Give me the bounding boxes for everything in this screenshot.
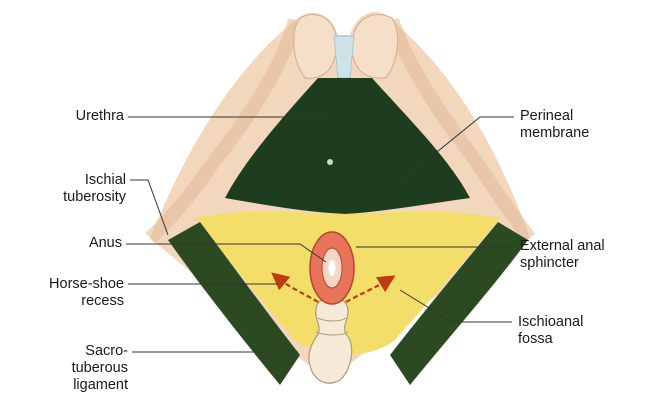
label-horseshoe-recess: Horse-shoe recess bbox=[10, 276, 124, 310]
label-perineal-membrane: Perineal membrane bbox=[520, 108, 645, 142]
label-sacrotuberous-ligament-line3: ligament bbox=[14, 377, 128, 394]
label-perineal-membrane-line1: Perineal bbox=[520, 108, 645, 125]
label-ischial-tuberosity: Ischial tuberosity bbox=[16, 172, 126, 206]
label-ischioanal-fossa-line1: Ischioanal bbox=[518, 314, 643, 331]
label-sacrotuberous-ligament: Sacro- tuberous ligament bbox=[14, 343, 128, 394]
upper-fold-right bbox=[352, 15, 398, 79]
label-external-anal-sphincter: External anal sphincter bbox=[520, 238, 650, 272]
label-ischioanal-fossa: Ischioanal fossa bbox=[518, 314, 643, 348]
label-sacrotuberous-ligament-line2: tuberous bbox=[14, 360, 128, 377]
label-sacrotuberous-ligament-line1: Sacro- bbox=[14, 343, 128, 360]
label-urethra: Urethra bbox=[20, 108, 124, 125]
label-anus: Anus bbox=[20, 235, 122, 252]
label-ischial-tuberosity-line2: tuberosity bbox=[16, 189, 126, 206]
label-urethra-text: Urethra bbox=[76, 108, 124, 124]
label-external-anal-sphincter-line2: sphincter bbox=[520, 255, 650, 272]
label-horseshoe-recess-line2: recess bbox=[10, 293, 124, 310]
label-ischial-tuberosity-line1: Ischial bbox=[16, 172, 126, 189]
anal-opening bbox=[329, 260, 336, 276]
label-external-anal-sphincter-line1: External anal bbox=[520, 238, 650, 255]
upper-fold-left bbox=[294, 15, 337, 79]
clitoral-region bbox=[334, 36, 354, 78]
label-horseshoe-recess-line1: Horse-shoe bbox=[10, 276, 124, 293]
label-perineal-membrane-line2: membrane bbox=[520, 125, 645, 142]
urethral-opening bbox=[327, 159, 333, 165]
label-ischioanal-fossa-line2: fossa bbox=[518, 331, 643, 348]
label-anus-text: Anus bbox=[89, 235, 122, 251]
